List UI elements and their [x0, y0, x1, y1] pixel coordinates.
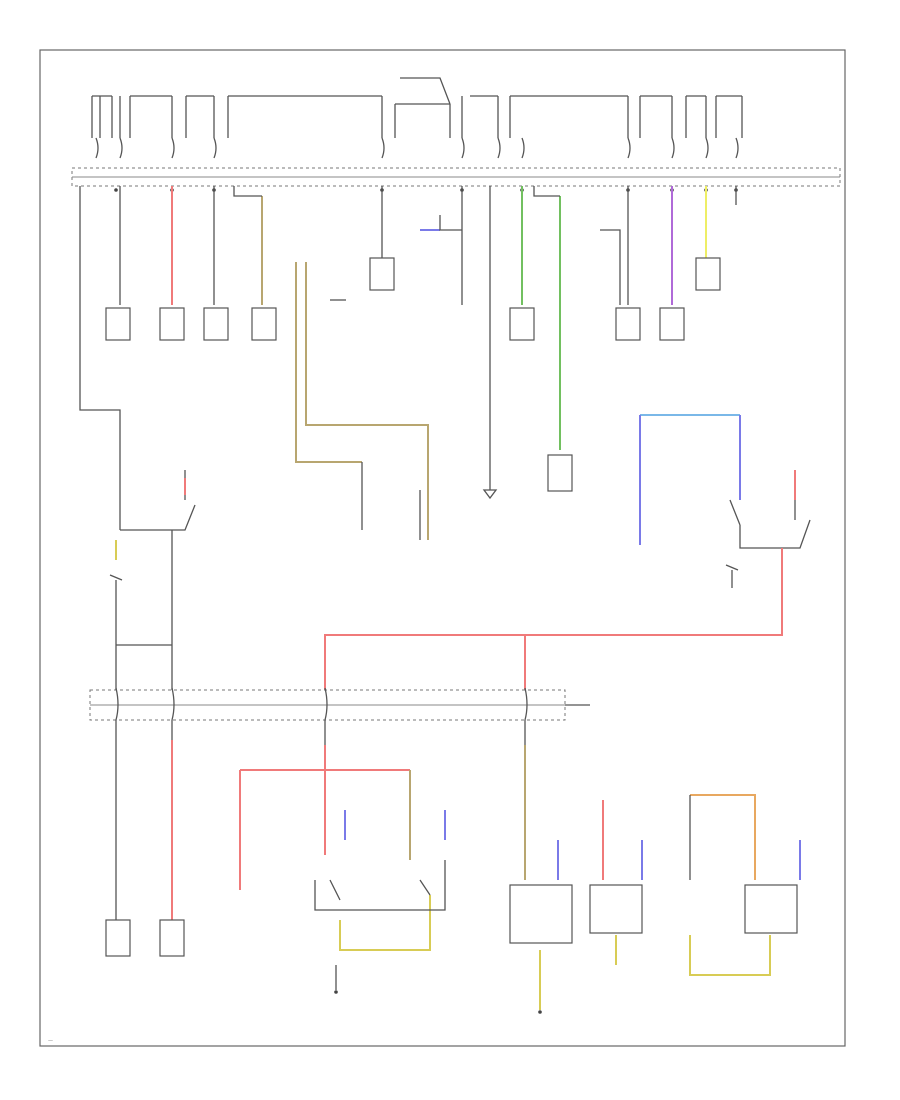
top-branch-wires — [79, 186, 737, 530]
bottom-ground-dots — [334, 990, 542, 1014]
component-box — [159, 307, 185, 341]
component-box — [105, 307, 131, 341]
component-box — [105, 919, 131, 957]
right-switch-block — [639, 414, 811, 588]
feed-wire-pink — [324, 548, 783, 690]
component-box — [509, 307, 535, 341]
relay-box — [589, 884, 643, 934]
component-box — [159, 919, 185, 957]
component-row-1 — [105, 257, 721, 492]
top-fuse-panel — [71, 77, 841, 192]
diagram-border — [39, 49, 846, 1047]
relay-box — [509, 884, 573, 944]
lower-wires — [115, 720, 801, 1010]
component-box — [659, 307, 685, 341]
component-box — [547, 454, 573, 492]
component-box — [615, 307, 641, 341]
figure-id: — — [48, 1038, 53, 1044]
component-box — [251, 307, 277, 341]
connector-dots — [114, 188, 738, 192]
lower-fuse-panel — [89, 660, 590, 721]
component-box — [203, 307, 229, 341]
mid-section-wires — [109, 262, 429, 660]
lower-component-boxes — [105, 860, 798, 957]
ground-symbol — [482, 489, 498, 500]
relay-box — [744, 884, 798, 934]
component-box — [369, 257, 395, 291]
fuse-column — [91, 96, 743, 138]
component-box — [695, 257, 721, 291]
fuse-glyphs — [95, 137, 739, 159]
